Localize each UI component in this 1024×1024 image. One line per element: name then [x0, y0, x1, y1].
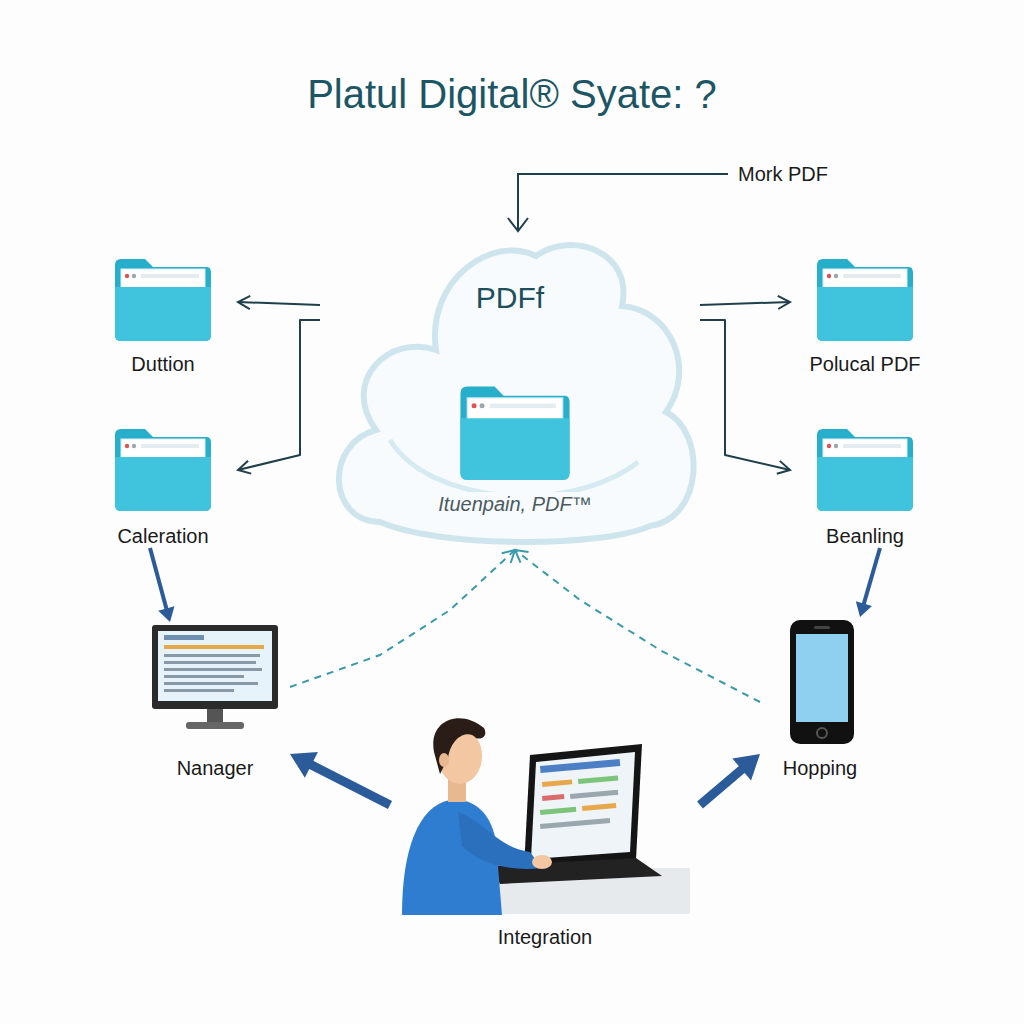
arrow-head: [290, 752, 318, 778]
icon-node: Integration: [390, 700, 700, 949]
person-illustration: [402, 718, 690, 915]
node-text: Ituenpain, PDF™: [430, 492, 600, 516]
connector: [150, 548, 174, 622]
connector: [238, 320, 320, 474]
icon-node: Beanling: [790, 422, 940, 548]
icon-node: Hopping: [760, 617, 880, 780]
connector: [238, 296, 320, 309]
connector-line: [150, 548, 167, 613]
arrow-head: [778, 296, 790, 309]
arrow-head: [502, 550, 515, 563]
icon-node: Polucal PDF: [790, 252, 940, 376]
node-text: Integration: [390, 925, 700, 949]
connector: [700, 296, 790, 309]
node-text: Nanager: [140, 756, 290, 780]
node-text: Caleration: [88, 524, 238, 548]
arrow-head: [238, 461, 251, 474]
connector-line: [700, 320, 790, 470]
arrow-head: [515, 550, 529, 563]
connector-line: [700, 765, 747, 805]
diagram-title: Platul Digital® Syate: ?: [0, 70, 1024, 118]
folder-icon: [115, 259, 211, 341]
connector: [290, 752, 390, 805]
folder-icon: [817, 259, 913, 341]
connector-line: [700, 302, 790, 305]
arrow-head: [158, 606, 174, 622]
connector: [856, 548, 880, 617]
connector-line: [515, 550, 760, 702]
arrow-head: [856, 601, 872, 617]
phone-icon: [790, 620, 854, 744]
icon-node: Nanager: [140, 622, 290, 780]
arrow-head: [777, 461, 790, 474]
node-text: Duttion: [88, 352, 238, 376]
connector-line: [238, 302, 320, 305]
connector: [700, 320, 790, 474]
connector: [290, 550, 515, 687]
annotation-label: Mork PDF: [738, 162, 828, 186]
connector-line: [863, 548, 880, 608]
folder-icon: [115, 429, 211, 511]
arrow-head: [732, 754, 760, 781]
connector: [515, 550, 760, 702]
node-text: Polucal PDF: [790, 352, 940, 376]
cloud-node: PDFfItuenpain, PDF™: [320, 230, 700, 550]
leader-arrow: [508, 174, 728, 231]
connector-line: [238, 320, 320, 470]
connector-line: [305, 762, 390, 805]
node-text: Beanling: [790, 524, 940, 548]
folder-icon: [817, 429, 913, 511]
connector: [700, 754, 760, 805]
node-text: PDFf: [320, 280, 700, 316]
monitor-icon: [152, 625, 278, 729]
icon-node: Caleration: [88, 422, 238, 548]
arrow-head: [238, 296, 250, 309]
icon-node: Duttion: [88, 252, 238, 376]
folder-icon: [460, 387, 569, 480]
node-text: Hopping: [760, 756, 880, 780]
connector-line: [290, 550, 515, 687]
